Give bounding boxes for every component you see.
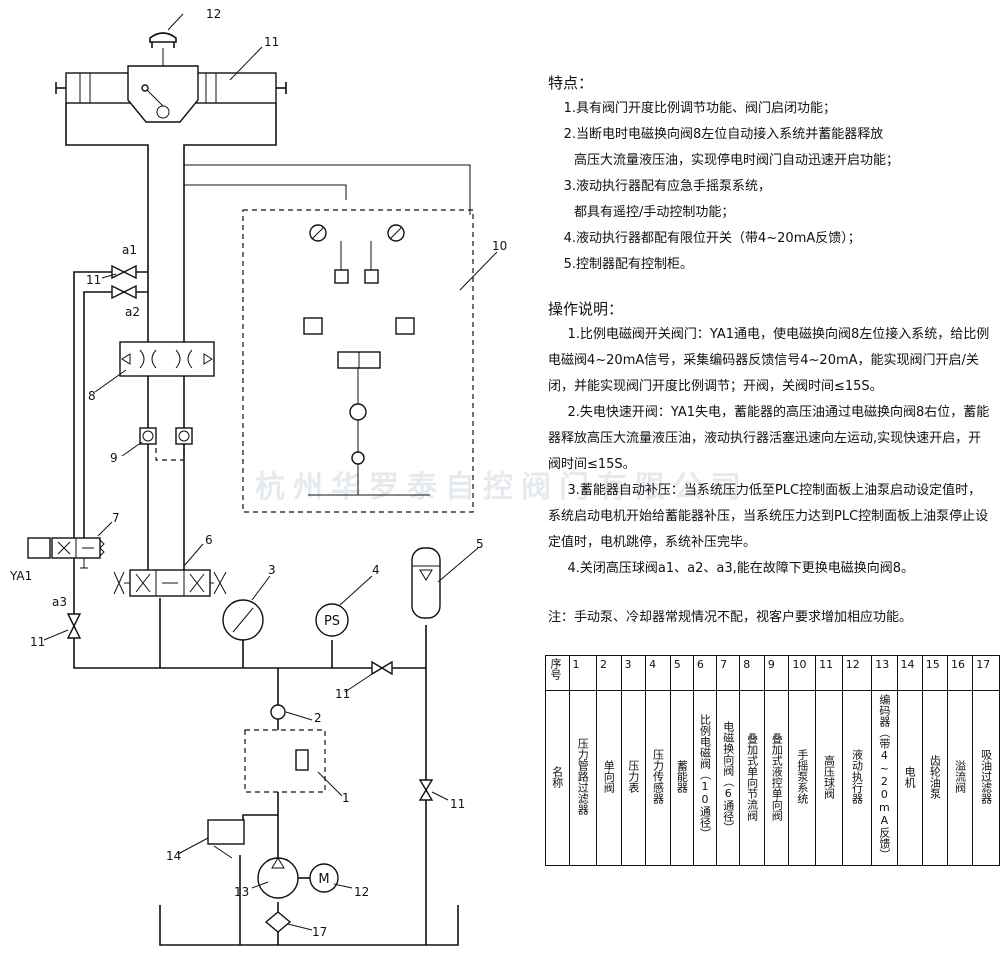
operation-paragraph: 1.比例电磁阀开关阀门：YA1通电，使电磁换向阀8左位接入系统，给比例电磁阀4~… [548, 327, 990, 394]
pipework [65, 103, 471, 946]
actuator-12 [55, 32, 287, 123]
part-name: 蓄能器 [675, 760, 689, 793]
callout-2: 2 [314, 711, 322, 725]
part-number: 8 [743, 658, 751, 671]
motor-label: M [318, 872, 329, 887]
callout-9: 9 [110, 451, 118, 465]
feature-item: 高压大流量液压油，实现停电时阀门自动迅速开启功能； [574, 153, 900, 168]
callout-10: 10 [492, 239, 507, 253]
operation-paragraph: 3.蓄能器自动补压：当系统压力低至PLC控制面板上油泵启动设定值时，系统启动电机… [548, 483, 989, 550]
callout-5: 5 [476, 537, 484, 551]
feature-item: 4.液动执行器都配有限位开关（带4~20mA反馈）； [563, 231, 861, 246]
part-name: 单向阀 [602, 760, 616, 793]
callout-4: 4 [372, 563, 380, 577]
callout-16: 14 [166, 849, 181, 863]
feature-item: 都具有遥控/手动控制功能； [574, 205, 735, 220]
part-number: 6 [696, 658, 704, 671]
features-title: 特点： [548, 74, 594, 92]
callout-numbers: 12 11 10 8 9 7 6 3 4 5 11 11 11 11 2 1 1… [9, 7, 507, 939]
header-number: 序号 [549, 658, 562, 680]
feature-item: 2.当断电时电磁换向阀8左位自动接入系统并蓄能器释放 [563, 127, 884, 142]
part-number: 5 [673, 658, 681, 671]
watermark: 杭州华罗泰自控阀门有限公司 [255, 470, 749, 505]
proportional-valve-6 [113, 550, 227, 597]
label-a2: a2 [125, 305, 140, 319]
part-number: 9 [767, 658, 775, 671]
feature-item: 1.具有阀门开度比例调节功能、阀门启闭功能； [563, 101, 836, 116]
callout-3: 3 [268, 563, 276, 577]
label-ya1: YA1 [9, 569, 32, 583]
part-name: 高压球阀 [822, 754, 836, 799]
part-number: 10 [792, 658, 807, 671]
part-name: 手摇泵系统 [795, 749, 809, 804]
pressure-sensor-label: PS [324, 614, 340, 629]
power-unit: M [207, 704, 339, 933]
part-number: 1 [572, 658, 580, 671]
callout-11b: 11 [30, 635, 45, 649]
callout-13: 12 [206, 7, 221, 21]
operation-paragraph: 4.关闭高压球阀a1、a2、a3,能在故障下更换电磁换向阀8。 [567, 561, 915, 576]
part-name: 压力管路过滤器 [576, 738, 590, 815]
part-number: 11 [819, 658, 834, 671]
pilot-check-valve-9 [139, 427, 193, 461]
header-name: 名称 [550, 765, 564, 788]
features-section: 特点： 1.具有阀门开度比例调节功能、阀门启闭功能； 2.当断电时电磁换向阀8左… [548, 70, 899, 278]
part-name: 液动执行器 [850, 749, 864, 804]
label-a1: a1 [122, 243, 137, 257]
label-a3: a3 [52, 595, 67, 609]
part-name: 叠加式液控单向阀 [770, 732, 784, 821]
part-name: 编码器（带4~20mA反馈） [877, 693, 891, 860]
part-number: 2 [599, 658, 607, 671]
part-number: 14 [900, 658, 915, 671]
part-name: 叠加式单向节流阀 [745, 732, 759, 821]
callout-14: 12 [354, 885, 369, 899]
callout-1: 1 [342, 791, 350, 805]
note: 注：手动泵、冷却器常规情况不配，视客户要求增加相应功能。 [548, 610, 913, 625]
ball-valves-11 [66, 264, 434, 801]
part-name: 压力传感器 [651, 749, 665, 804]
callout-12: 11 [264, 35, 279, 49]
throttle-valve-8 [119, 341, 215, 377]
instruments: PS [222, 547, 441, 641]
part-number: 4 [649, 658, 657, 671]
callout-6: 6 [205, 533, 213, 547]
callout-15: 13 [234, 885, 249, 899]
part-name: 电机 [903, 765, 917, 788]
part-name: 吸油过滤器 [979, 749, 993, 804]
part-number: 12 [845, 658, 860, 671]
operation-paragraph: 2.失电快速开阀：YA1失电，蓄能器的高压油通过电磁换向阀8右位，蓄能器释放高压… [548, 405, 990, 472]
part-number: 17 [976, 658, 991, 671]
solenoid-valve-7 [27, 530, 105, 590]
hand-pump-system-10 [242, 209, 474, 513]
callout-leaders [43, 13, 498, 931]
operation-section: 操作说明： 1.比例电磁阀开关阀门：YA1通电，使电磁换向阀8左位接入系统，给比… [548, 296, 994, 582]
feature-item: 5.控制器配有控制柜。 [563, 257, 693, 272]
part-number: 15 [925, 658, 940, 671]
part-number: 7 [720, 658, 728, 671]
callout-7: 7 [112, 511, 120, 525]
part-name: 电磁换向阀（6通径） [721, 720, 735, 833]
part-name: 比例电磁阀（10通径） [698, 714, 712, 839]
part-name: 齿轮油泵 [928, 754, 942, 799]
feature-item: 3.液动执行器配有应急手摇泵系统， [563, 179, 771, 194]
part-name: 溢流阀 [953, 760, 967, 793]
callout-11c: 11 [335, 687, 350, 701]
callout-11a: 11 [86, 273, 101, 287]
part-number: 3 [624, 658, 632, 671]
operation-title: 操作说明： [548, 300, 624, 318]
callout-8: 8 [88, 389, 96, 403]
part-number: 13 [875, 658, 890, 671]
callout-11d: 11 [450, 797, 465, 811]
part-name: 压力表 [626, 760, 640, 793]
part-number: 16 [950, 658, 965, 671]
callout-17: 17 [312, 925, 327, 939]
